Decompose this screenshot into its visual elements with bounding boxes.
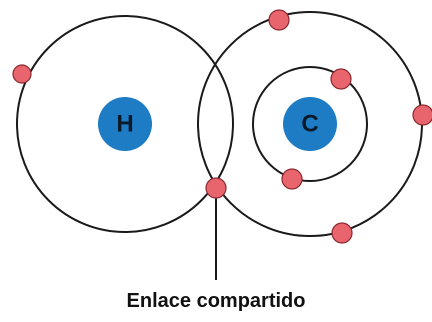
hydrogen-nucleus: H — [98, 97, 152, 151]
carbon-inner-electron-top — [330, 68, 352, 90]
carbon-symbol: C — [301, 111, 318, 138]
hydrogen-symbol: H — [116, 111, 133, 138]
hydrogen-electron — [12, 64, 32, 84]
hydrogen-shell — [16, 15, 234, 233]
carbon-nucleus: C — [283, 97, 337, 151]
carbon-outer-electron-right — [412, 104, 432, 126]
shared-electron — [205, 177, 227, 199]
carbon-inner-shell — [252, 66, 368, 182]
shared-bond-label: Enlace compartido — [126, 290, 306, 312]
carbon-outer-electron-top — [268, 9, 290, 31]
carbon-inner-electron-bottom — [281, 168, 303, 190]
carbon-outer-electron-bottom — [331, 222, 353, 244]
